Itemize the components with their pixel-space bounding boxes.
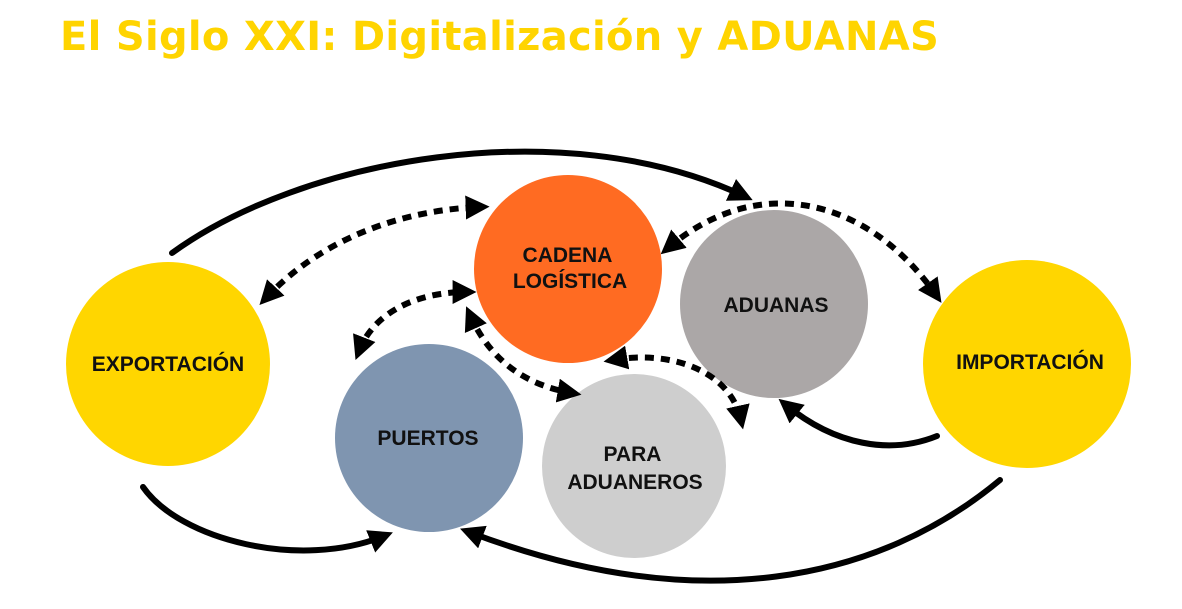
node-importacion [923,260,1131,468]
node-cadena-logistica [474,175,662,363]
page-title: El Siglo XXI: Digitalización y ADUANAS [60,14,940,60]
dotted-arrow-puertos-cadena [353,280,477,360]
node-para-aduaneros [542,374,726,558]
dotted-arrow-cadena-aduanas-lower [603,345,750,430]
arrow-importacion-to-puertos [460,477,1003,584]
arrow-importacion-to-aduanas [778,398,940,449]
node-exportacion [66,262,270,466]
label-para-aduaneros: PARA ADUANEROS [567,443,702,494]
dotted-arrow-cadena-para-aduaneros [464,306,582,403]
arrow-exportacion-to-aduanas [169,148,753,256]
label-puertos: PUERTOS [377,427,478,450]
label-exportacion: EXPORTACIÓN [92,352,244,376]
arrow-exportacion-to-puertos [140,484,393,554]
label-cadena-logistica: CADENA LOGÍSTICA [513,244,627,293]
dotted-arrow-exportacion-cadena [259,195,490,306]
label-importacion: IMPORTACIÓN [956,350,1104,374]
label-aduanas: ADUANAS [724,294,829,317]
